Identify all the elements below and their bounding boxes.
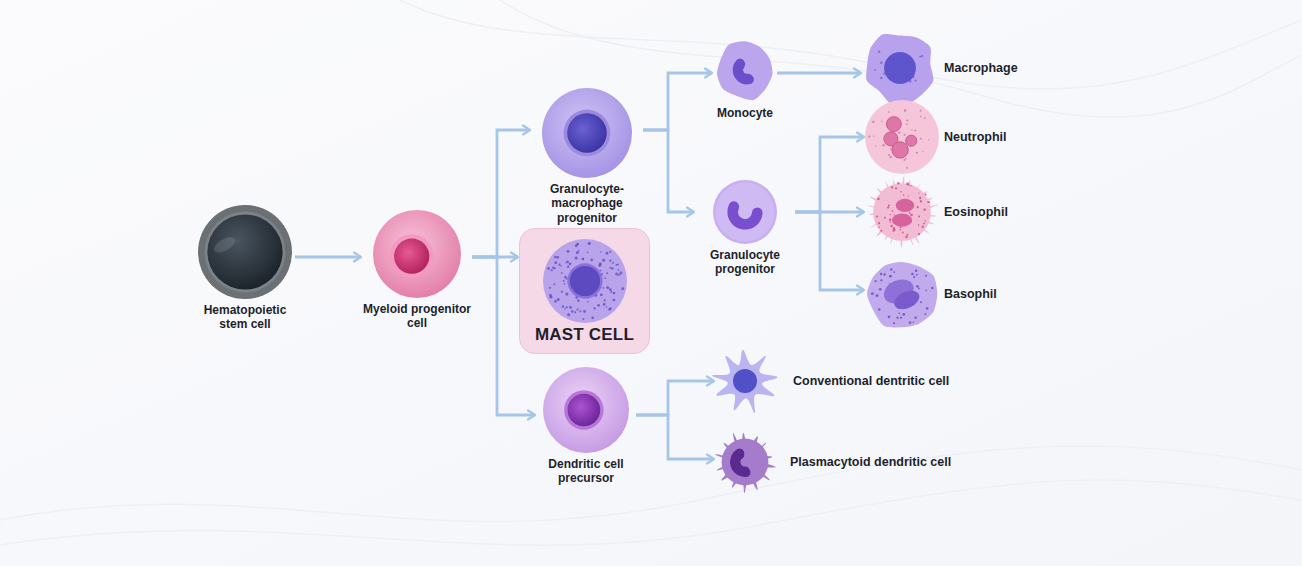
lineage-arrow (795, 137, 864, 212)
cell-label: Plasmacytoid dendritic cell (790, 455, 951, 470)
cell-label: Eosinophil (944, 205, 1008, 220)
cell-label: Conventional dentritic cell (793, 374, 949, 389)
cell-illustration (865, 100, 939, 174)
cell-label: Monocyte (717, 106, 773, 120)
highlight-box: MAST CELL (519, 228, 650, 354)
cell-illustration (713, 38, 777, 102)
cell-illustration (373, 210, 461, 298)
cell-illustration (715, 351, 775, 411)
cell-node: Macrophage (862, 30, 1018, 106)
cell-node: Dendritic cell precursor (536, 367, 636, 486)
cell-node: Hematopoietic stem cell (195, 205, 295, 332)
cell-label: Macrophage (944, 61, 1018, 76)
cell-node: Conventional dentritic cell (715, 351, 949, 411)
cell-label: Dendritic cell precursor (536, 457, 636, 486)
cell-node: Plasmacytoid dendritic cell (715, 432, 951, 492)
cell-label: Hematopoietic stem cell (195, 303, 295, 332)
lineage-arrow (636, 381, 714, 415)
cell-node: Basophil (865, 257, 997, 331)
lineage-arrow (295, 256, 361, 259)
cell-illustration (715, 432, 775, 492)
cell-label: Myeloid progenitor cell (362, 302, 472, 331)
cell-label: Granulocyte progenitor (695, 248, 795, 277)
lineage-arrow (636, 415, 714, 459)
cell-illustration (542, 88, 632, 178)
cell-node: Granulocyte progenitor (695, 180, 795, 277)
cell-illustration (865, 175, 939, 249)
cell-illustration (198, 205, 292, 299)
cell-node: Granulocyte-macrophage progenitor (531, 88, 643, 225)
cell-label: Neutrophil (944, 130, 1007, 145)
cell-label: Granulocyte-macrophage progenitor (531, 182, 643, 225)
lineage-arrow (643, 73, 712, 130)
lineage-arrow (795, 212, 864, 290)
cell-label: MAST CELL (535, 325, 634, 345)
cell-label: Basophil (944, 287, 997, 302)
cell-node: Neutrophil (865, 100, 1007, 174)
cell-illustration (543, 239, 627, 323)
cell-node: Monocyte (713, 38, 777, 120)
lineage-arrow (777, 72, 861, 75)
lineage-arrow (643, 130, 694, 212)
cell-illustration (862, 30, 938, 106)
cell-illustration (713, 180, 777, 244)
cell-illustration (543, 367, 629, 453)
cell-node: Myeloid progenitor cell (362, 210, 472, 331)
cell-illustration (865, 257, 939, 331)
cell-node: Eosinophil (865, 175, 1008, 249)
